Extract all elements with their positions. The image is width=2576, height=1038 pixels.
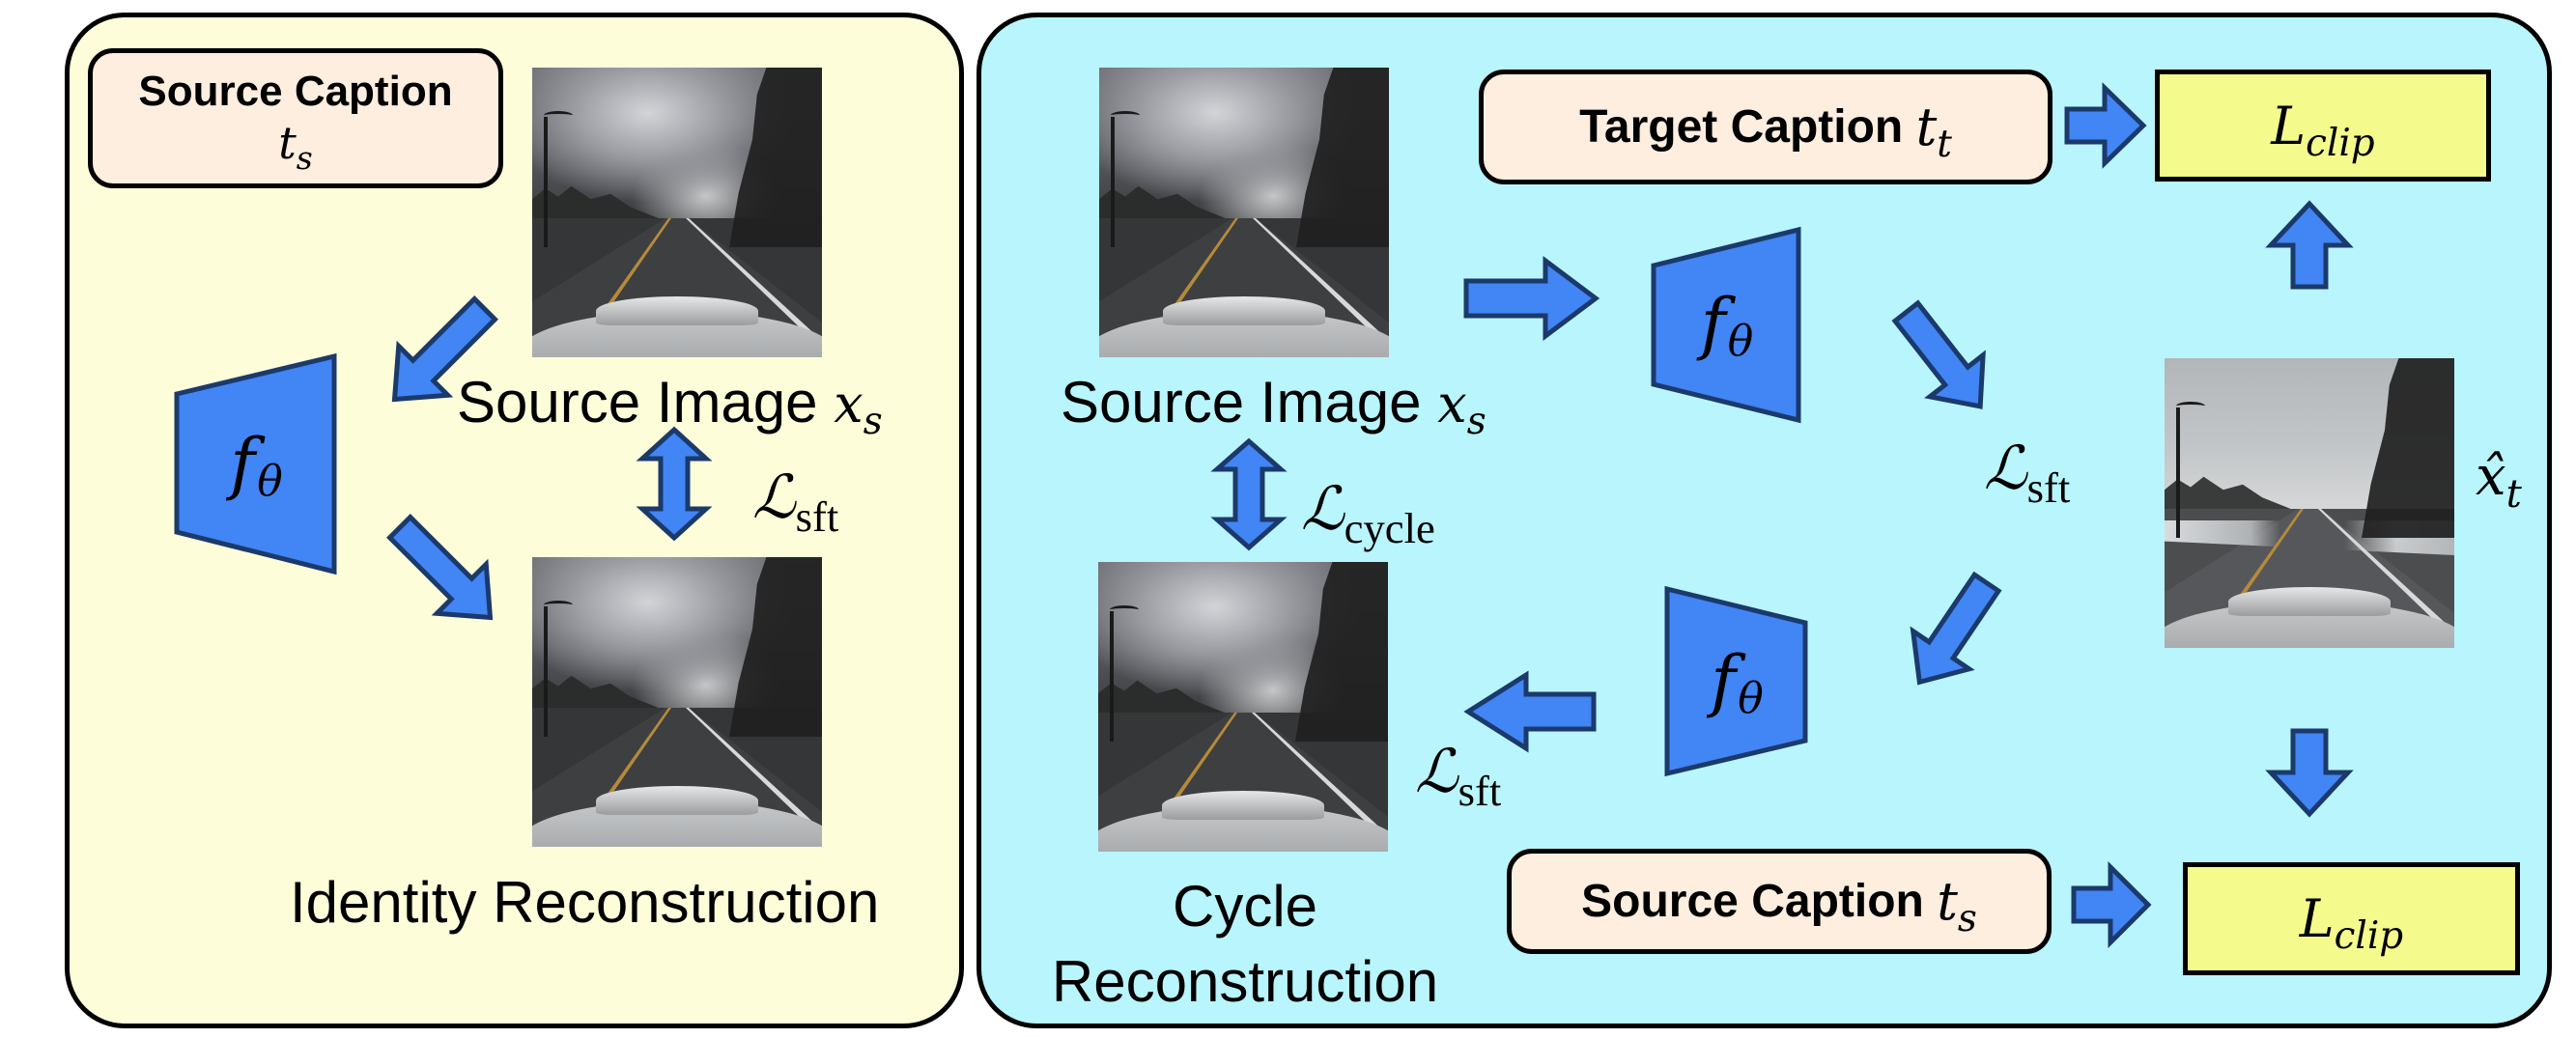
- cycle-reconstruction-image: [1098, 562, 1388, 852]
- identity-reconstruction-image: [532, 557, 822, 847]
- cycle-loss-label: ℒcycle: [1301, 473, 1435, 553]
- clip-loss-box-top: Lclip: [2155, 70, 2491, 182]
- cycle-reconstruction-label: Cycle Reconstruction: [1051, 874, 1439, 1014]
- sft-loss-label-left: ℒsft: [752, 462, 839, 542]
- model-block-forward: [1651, 226, 1801, 424]
- source-image-right: [1099, 68, 1389, 357]
- source-image-left: [532, 68, 822, 357]
- clip-loss-box-bottom: Lclip: [2183, 862, 2520, 975]
- target-caption-box: Target Caption tt: [1479, 70, 2052, 184]
- forward-sft-loss-label: ℒsft: [1984, 433, 2071, 513]
- source-caption-box-right: Source Caption ts: [1507, 849, 2052, 954]
- source-image-label-right: Source Image xs: [1061, 370, 1486, 444]
- model-block-backward: [1664, 585, 1808, 777]
- identity-reconstruction-label: Identity Reconstruction: [290, 870, 880, 935]
- source-caption-symbol: ts: [278, 117, 313, 178]
- source-image-label-left: Source Image xs: [457, 370, 883, 444]
- model-block-left: [174, 352, 337, 575]
- source-caption-title: Source Caption: [138, 68, 453, 116]
- source-caption-box-left: Source Caption ts: [88, 48, 503, 188]
- translated-image-label: x̂t: [2476, 445, 2522, 517]
- translated-image: [2165, 358, 2454, 648]
- backward-sft-loss-label: ℒsft: [1415, 736, 1502, 816]
